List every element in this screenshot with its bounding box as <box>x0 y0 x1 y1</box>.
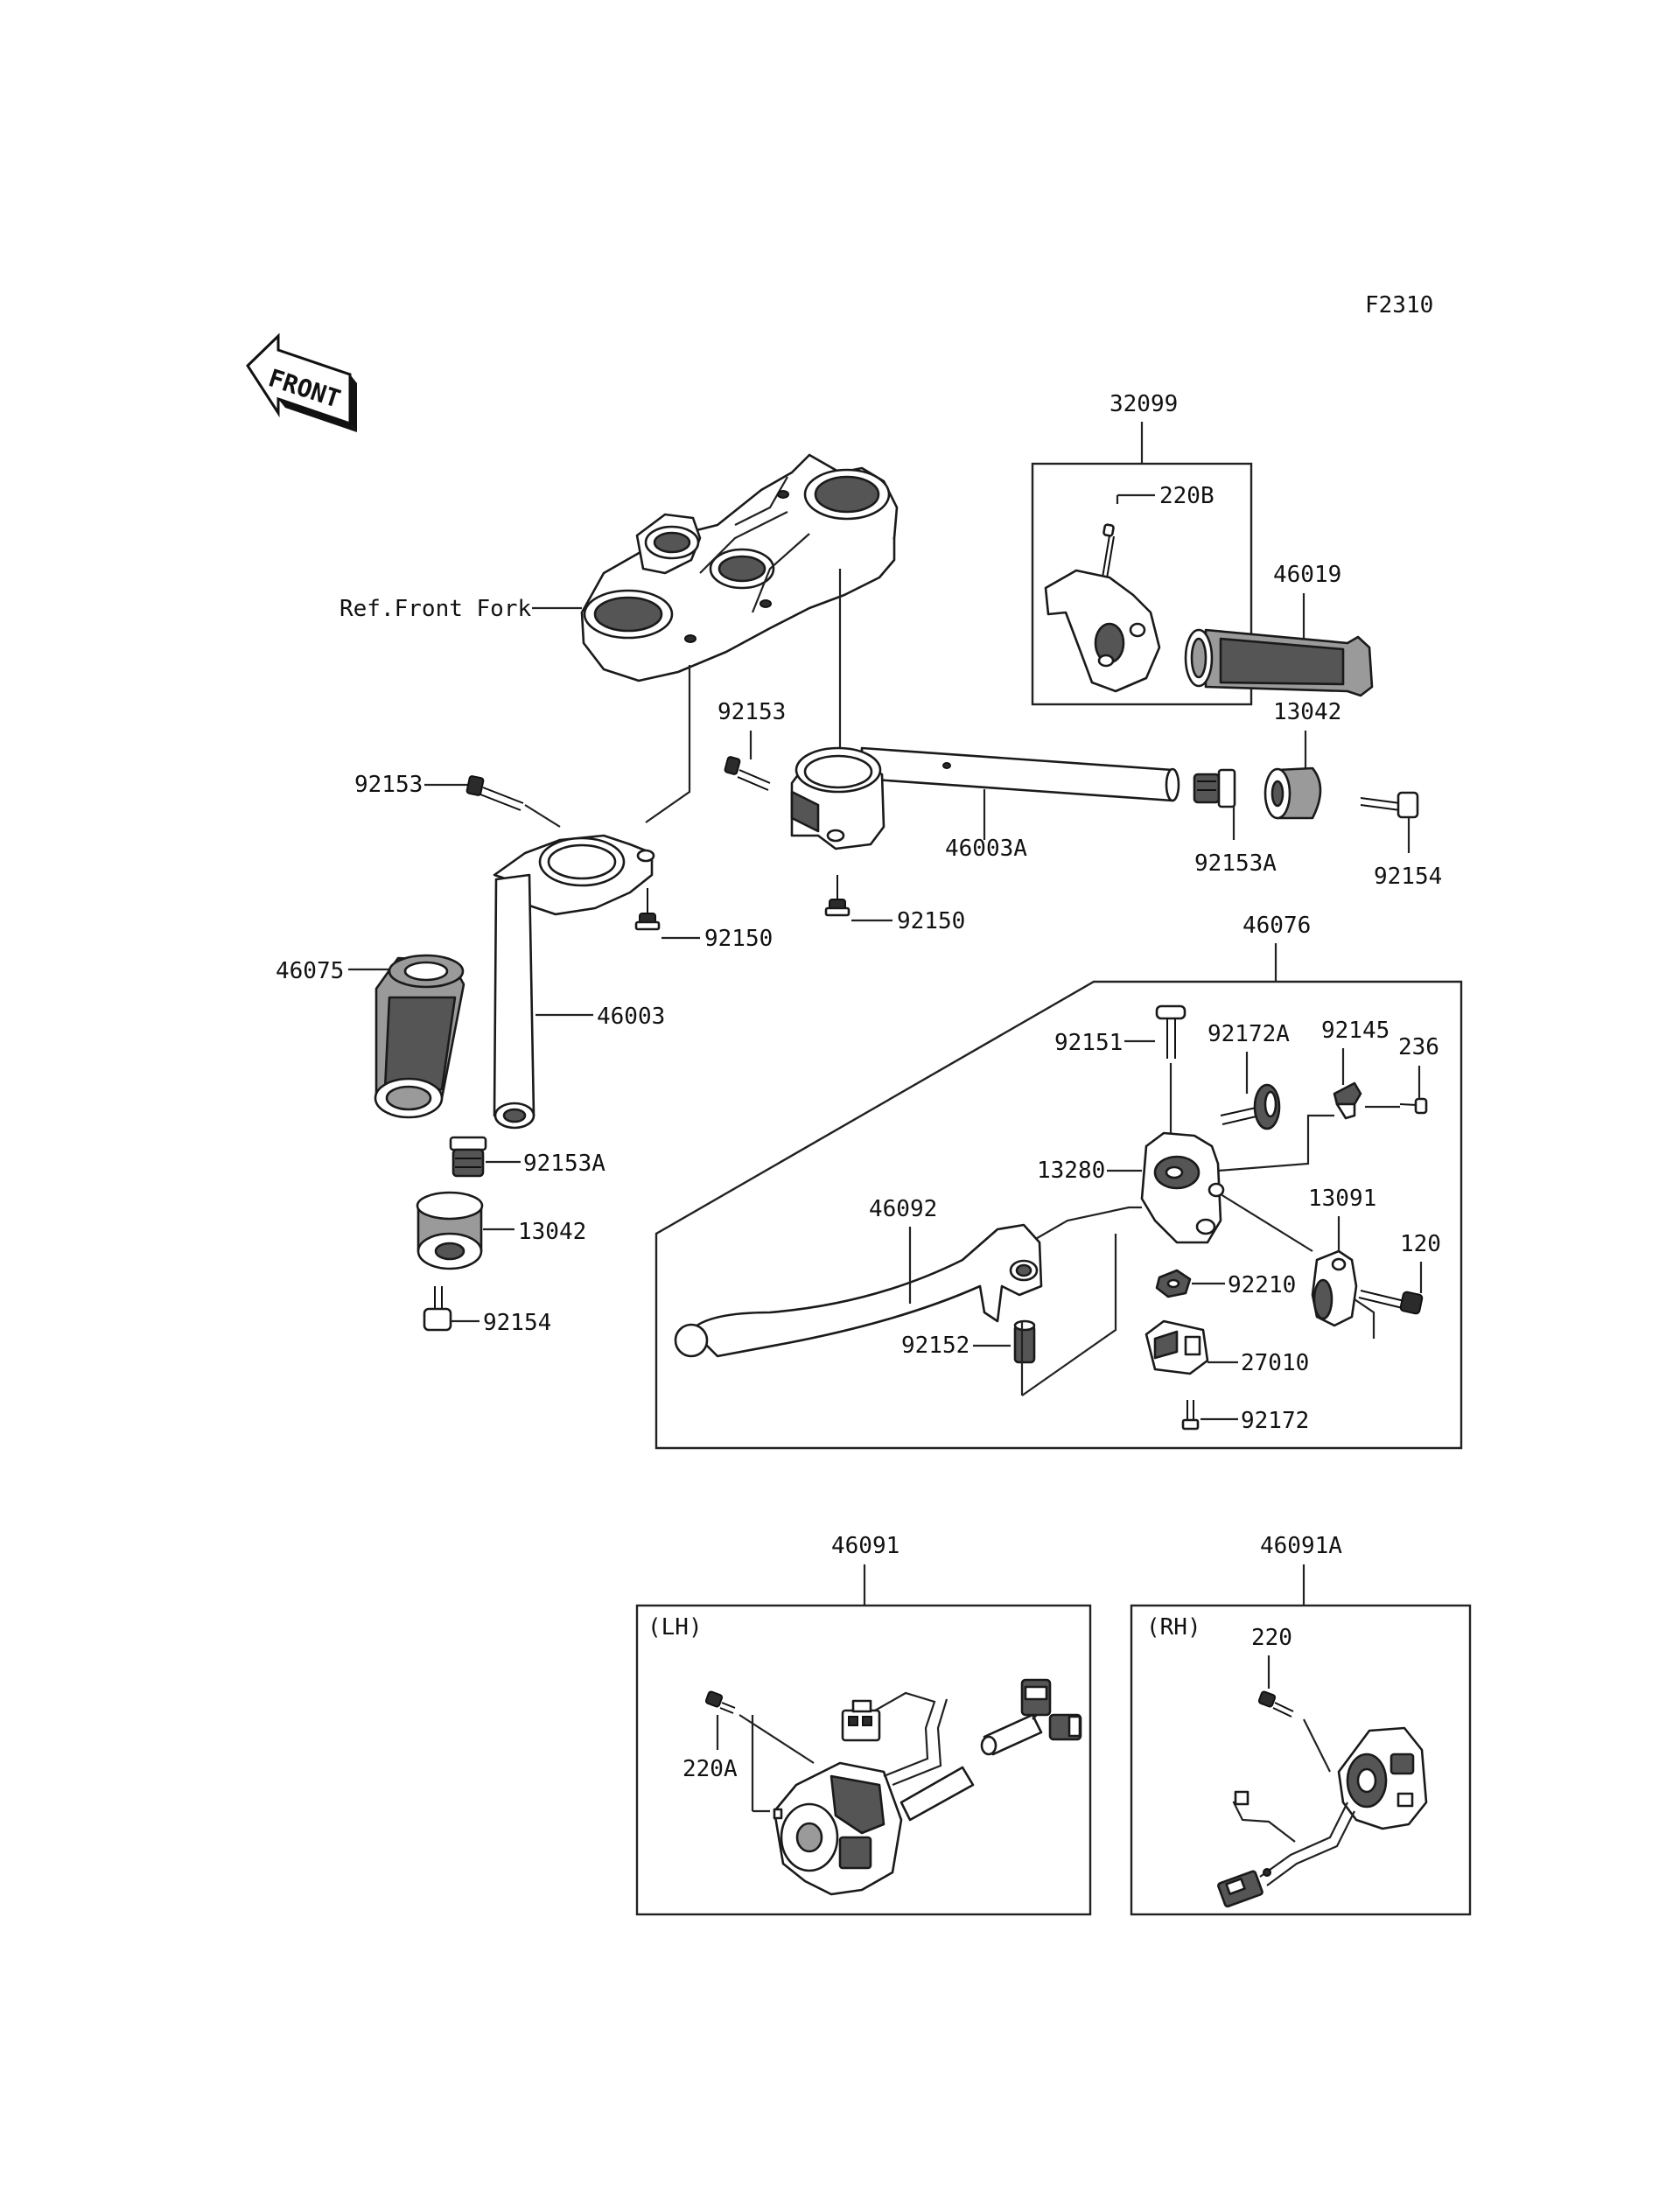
label-46003A: 46003A <box>945 836 1027 862</box>
screw-92172 <box>1181 1400 1200 1431</box>
clamp-13091 <box>1311 1249 1358 1327</box>
nut-92153A-left <box>449 1136 487 1178</box>
label-92172A: 92172A <box>1208 1021 1290 1047</box>
tag-lh: (LH) <box>648 1614 703 1641</box>
throttle-housing <box>1044 569 1161 693</box>
switch-27010 <box>1144 1319 1209 1375</box>
switch-housing-lh <box>773 1761 975 1896</box>
label-46091A: 46091A <box>1260 1533 1342 1559</box>
label-92152: 92152 <box>901 1333 970 1359</box>
screw-220A <box>704 1690 736 1714</box>
nut-92153A-right <box>1193 768 1236 808</box>
label-92153A-left: 92153A <box>523 1151 606 1177</box>
upper-triple-clamp <box>580 453 899 682</box>
label-120: 120 <box>1400 1231 1441 1257</box>
label-13042-top: 13042 <box>1273 699 1341 725</box>
screw-220 <box>1257 1690 1294 1718</box>
box-46091A <box>1130 1604 1472 1916</box>
bolt-92150-mid <box>824 875 850 917</box>
lever-46092 <box>674 1223 1043 1358</box>
label-46019: 46019 <box>1273 562 1341 588</box>
label-92150-mid: 92150 <box>897 908 965 934</box>
bolt-92154-right <box>1360 791 1419 819</box>
bar-end-13042-right <box>1264 766 1322 820</box>
connector-lh-1 <box>841 1699 881 1742</box>
bar-end-13042-left <box>416 1191 484 1270</box>
label-220B: 220B <box>1159 483 1214 509</box>
lever-holder-13280 <box>1140 1131 1225 1244</box>
label-220A: 220A <box>682 1756 738 1782</box>
bolt-92154-left <box>423 1286 452 1332</box>
connector-rh <box>1217 1868 1271 1908</box>
label-92154-left: 92154 <box>483 1310 551 1336</box>
handlebar-46003A <box>790 746 1180 850</box>
label-32099: 32099 <box>1110 391 1178 417</box>
label-13280: 13280 <box>1037 1158 1105 1184</box>
label-46003: 46003 <box>597 1004 665 1030</box>
label-92151: 92151 <box>1054 1030 1123 1056</box>
switch-housing-rh <box>1337 1726 1428 1830</box>
label-46075: 46075 <box>276 958 344 984</box>
grip-46019 <box>1184 628 1374 697</box>
diagram-code: F2310 <box>1365 292 1433 318</box>
label-220: 220 <box>1251 1625 1292 1651</box>
label-92153-left: 92153 <box>354 772 423 798</box>
tag-rh: (RH) <box>1146 1614 1201 1641</box>
label-92153A-right: 92153A <box>1194 850 1277 877</box>
box-32099 <box>1031 462 1253 706</box>
box-46076 <box>654 980 1463 1450</box>
label-92145: 92145 <box>1321 1018 1390 1044</box>
label-46092: 46092 <box>869 1196 937 1222</box>
label-ref-front-fork: Ref.Front Fork <box>340 596 531 622</box>
label-92153-top: 92153 <box>718 699 786 725</box>
bolt-92153-left <box>466 775 524 811</box>
label-27010: 27010 <box>1241 1350 1309 1376</box>
label-92210: 92210 <box>1228 1272 1296 1298</box>
label-13091: 13091 <box>1308 1186 1376 1212</box>
connector-lh-2 <box>1020 1678 1082 1741</box>
label-236: 236 <box>1398 1034 1439 1060</box>
bolt-120 <box>1358 1290 1424 1315</box>
label-13042-left: 13042 <box>518 1219 586 1245</box>
pin-92151 <box>1155 1004 1186 1059</box>
label-46076: 46076 <box>1242 913 1311 939</box>
nut-92210 <box>1155 1269 1192 1298</box>
grip-46075 <box>374 954 466 1119</box>
label-92154-right: 92154 <box>1374 864 1442 890</box>
front-arrow-icon: FRONT <box>246 332 357 432</box>
bolt-92153-top <box>724 756 771 791</box>
box-46091 <box>635 1604 1092 1916</box>
label-92172: 92172 <box>1241 1408 1309 1434</box>
handlebar-46003 <box>493 834 655 1130</box>
screw-236 <box>1399 1097 1428 1115</box>
adjuster-92172A <box>1220 1083 1281 1130</box>
label-92150-left: 92150 <box>704 926 773 952</box>
bolt-92150-left <box>634 888 661 931</box>
collar-92152 <box>1013 1319 1036 1364</box>
screw-220B <box>1102 523 1115 579</box>
clip-92145 <box>1333 1081 1362 1120</box>
label-46091: 46091 <box>831 1533 900 1559</box>
